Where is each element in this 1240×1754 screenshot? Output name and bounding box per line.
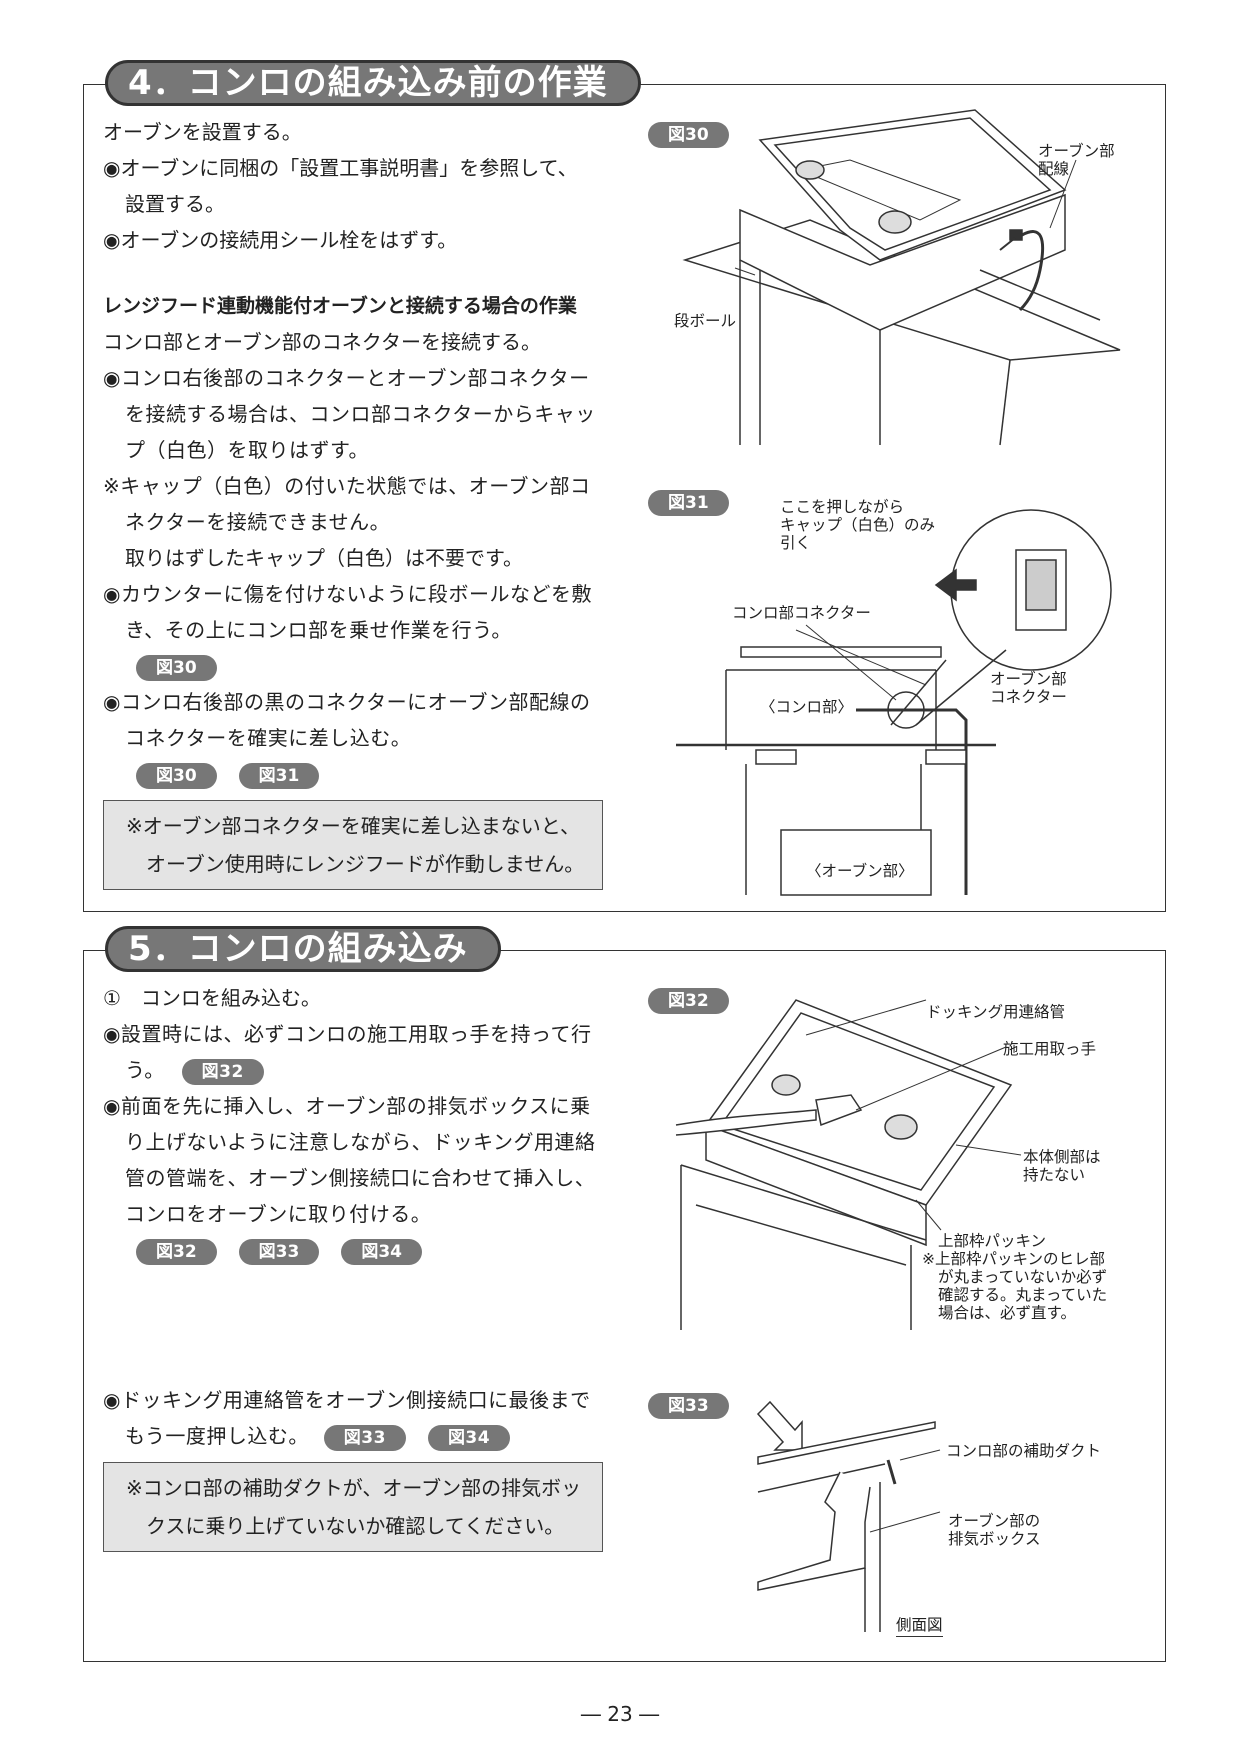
fig33-aux-duct-label: コンロ部の補助ダクト xyxy=(946,1442,1102,1460)
fig-ref[interactable]: 図33 xyxy=(238,1238,320,1265)
section-4-note: ※オーブン部コネクターを確実に差し込まないと、 オーブン使用時にレンジフードが作… xyxy=(103,800,603,890)
fig30-cardboard-label: 段ボール xyxy=(674,312,737,330)
note-line: オーブン使用時にレンジフードが作動しません。 xyxy=(146,852,585,876)
subheading: レンジフード連動機能付オーブンと接続する場合の作業 xyxy=(103,295,577,317)
fig-ref[interactable]: 図31 xyxy=(238,762,320,789)
section-5-text: ① コンロを組み込む。 ◉設置時には、必ずコンロの施工用取っ手を持って行う。 図… xyxy=(103,980,603,1268)
fig32-packing-label: 上部枠パッキン ※上部枠パッキンのヒレ部 が丸まっていないか必ず 確認する。丸ま… xyxy=(922,1232,1108,1322)
fig-ref[interactable]: 図32 xyxy=(181,1058,264,1085)
line: 設置する。 xyxy=(125,192,225,216)
section-4-heading: 4．コンロの組み込み前の作業 xyxy=(105,60,641,106)
fig33-label: 図33 xyxy=(648,1393,729,1419)
fig32-label: 図32 xyxy=(648,988,729,1014)
fig30-illustration xyxy=(680,110,1120,445)
step: ① コンロを組み込む。 xyxy=(103,986,321,1010)
fig-ref[interactable]: 図34 xyxy=(341,1238,423,1265)
bullet: ◉設置時には、必ずコンロの施工用取っ手を持って行う。 図32 xyxy=(103,1016,603,1088)
fig32-handle-label: 施工用取っ手 xyxy=(1003,1040,1097,1058)
fig-ref[interactable]: 図30 xyxy=(136,762,217,789)
spacer xyxy=(103,258,603,288)
fig33-exhaust-label: オーブン部の 排気ボックス xyxy=(948,1512,1041,1548)
bullet: ◉コンロ右後部の黒のコネクターにオーブン部配線のコネクターを確実に差し込む。 xyxy=(103,690,591,750)
bullet: ◉カウンターに傷を付けないように段ボールなどを敷き、その上にコンロ部を乗せ作業を… xyxy=(103,582,593,642)
fig31-oven-label: 〈オーブン部〉 xyxy=(806,862,914,880)
ref-row: 図32 図33 図34 xyxy=(103,1232,603,1268)
line: コンロ部とオーブン部のコネクターを接続する。 xyxy=(103,330,541,354)
fig32-side-label: 本体側部は 持たない xyxy=(1023,1148,1101,1184)
section-5-heading: 5．コンロの組み込み xyxy=(105,926,501,972)
line: ◉オーブンの接続用シール栓をはずす。 xyxy=(103,228,458,252)
line: ◉オーブンに同梱の「設置工事説明書」を参照して、 xyxy=(103,156,578,180)
fig32-docking-pipe-label: ドッキング用連絡管 xyxy=(926,1003,1066,1021)
note-line: 取りはずしたキャップ（白色）は不要です。 xyxy=(125,546,523,570)
fig31-oven-connector-label: オーブン部 コネクター xyxy=(990,670,1067,706)
fig31-stove-connector-label: コンロ部コネクター xyxy=(732,604,871,622)
fig31-label: 図31 xyxy=(648,490,729,516)
note-line: ※コンロ部の補助ダクトが、オーブン部の排気ボッ xyxy=(126,1476,582,1500)
note-line: ※オーブン部コネクターを確実に差し込まないと、 xyxy=(126,814,580,838)
fig-ref[interactable]: 図33 xyxy=(323,1424,406,1451)
bullet: ◉前面を先に挿入し、オーブン部の排気ボックスに乗り上げないように注意しながら、ド… xyxy=(103,1094,596,1226)
fig30-label: 図30 xyxy=(648,122,729,148)
section-4-text: オーブンを設置する。 ◉オーブンに同梱の「設置工事説明書」を参照して、 設置する… xyxy=(103,114,603,792)
fig30-oven-wiring-label: オーブン部 配線 xyxy=(1038,142,1115,178)
line: オーブンを設置する。 xyxy=(103,120,302,144)
note-line: クスに乗り上げていないか確認してください。 xyxy=(146,1514,565,1538)
fig-ref[interactable]: 図34 xyxy=(427,1424,511,1451)
note-line: ※キャップ（白色）の付いた状態では、オーブン部コネクターを接続できません。 xyxy=(103,474,591,534)
fig31-stove-label: 〈コンロ部〉 xyxy=(760,698,854,716)
fig31-illustration xyxy=(676,500,1116,895)
fig31-instruction-label: ここを押しながら キャップ（白色）のみ 引く xyxy=(780,498,936,552)
ref-row: 図30 xyxy=(103,648,603,684)
ref-row: 図30 図31 xyxy=(103,756,603,792)
fig-ref[interactable]: 図30 xyxy=(136,654,217,681)
page-number: ― 23 ― xyxy=(580,1702,660,1726)
fig33-illustration xyxy=(740,1402,940,1632)
section-5-note: ※コンロ部の補助ダクトが、オーブン部の排気ボッ クスに乗り上げていないか確認して… xyxy=(103,1462,603,1552)
fig33-side-view-label: 側面図 xyxy=(896,1616,943,1637)
bullet: ◉コンロ右後部のコネクターとオーブン部コネクターを接続する場合は、コンロ部コネク… xyxy=(103,366,596,462)
fig-ref[interactable]: 図32 xyxy=(136,1238,217,1265)
section-5-frame xyxy=(83,950,1166,1662)
fig32-illustration xyxy=(676,995,1006,1330)
